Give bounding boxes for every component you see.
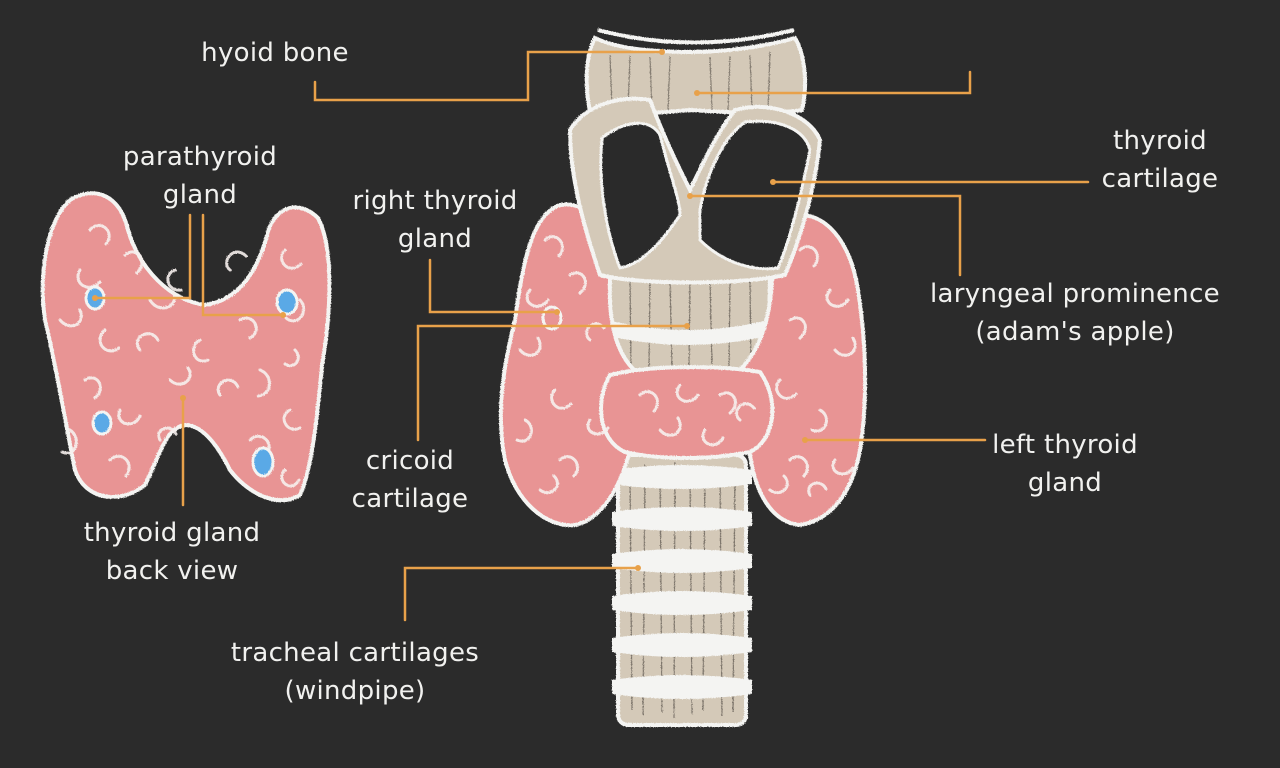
leader-thyroid-cartilage-top <box>695 70 972 95</box>
thyroid-cartilage <box>567 96 823 285</box>
label-back-view-line2: back view <box>105 556 239 586</box>
label-thyroid-back-view: thyroid gland back view <box>72 514 272 590</box>
back-view-thyroid <box>40 191 332 503</box>
label-left-thyroid-gland: left thyroid gland <box>980 426 1150 502</box>
label-right-thyroid-line1: right thyroid <box>352 186 518 216</box>
label-cricoid-line2: cartilage <box>351 484 469 514</box>
label-thyroid-cartilage-line1: thyroid <box>1113 126 1207 156</box>
label-parathyroid-line2: gland <box>162 180 238 210</box>
label-cricoid-line1: cricoid <box>365 446 455 476</box>
leader-hyoid-bone <box>313 50 664 102</box>
leader-lines <box>92 49 1090 622</box>
parathyroid-lower-left <box>91 410 113 436</box>
label-parathyroid-gland: parathyroid gland <box>110 138 290 214</box>
label-back-view-line1: thyroid gland <box>83 518 261 548</box>
label-right-thyroid-gland: right thyroid gland <box>340 182 530 258</box>
label-tracheal-cartilages: tracheal cartilages (windpipe) <box>205 634 505 710</box>
thyroid-isthmus <box>599 365 775 460</box>
front-view-anatomy <box>498 28 868 727</box>
hyoid-bone <box>584 28 808 117</box>
label-tracheal-line1: tracheal cartilages <box>230 638 480 668</box>
label-laryngeal-line2: (adam's apple) <box>975 317 1175 347</box>
label-right-thyroid-line2: gland <box>397 224 473 254</box>
parathyroid-upper-right <box>275 288 299 316</box>
label-laryngeal-prominence: laryngeal prominence (adam's apple) <box>910 275 1240 351</box>
label-thyroid-cartilage: thyroid cartilage <box>1085 122 1235 198</box>
front-thyroid-gland <box>498 202 868 528</box>
left-thyroid-lobe <box>736 212 868 528</box>
leader-cricoid-cartilage <box>416 324 689 442</box>
label-left-thyroid-line2: gland <box>1027 468 1103 498</box>
label-cricoid-cartilage: cricoid cartilage <box>340 442 480 518</box>
label-hyoid-bone: hyoid bone <box>190 34 360 72</box>
leader-tracheal-cartilages <box>403 566 640 622</box>
label-left-thyroid-line1: left thyroid <box>992 430 1138 460</box>
leader-parathyroid-left <box>93 213 192 300</box>
parathyroid-lower-right <box>251 446 275 478</box>
label-thyroid-cartilage-line2: cartilage <box>1101 164 1219 194</box>
label-laryngeal-line1: laryngeal prominence <box>930 279 1220 309</box>
label-parathyroid-line1: parathyroid <box>122 142 278 172</box>
label-tracheal-line2: (windpipe) <box>284 676 426 706</box>
trachea <box>612 453 752 727</box>
back-view-gland-shape <box>40 191 332 503</box>
right-thyroid-lobe <box>498 202 646 528</box>
label-hyoid-bone-text: hyoid bone <box>201 38 349 68</box>
leader-parathyroid-right <box>201 213 285 317</box>
leader-right-thyroid-gland <box>428 258 559 314</box>
leader-laryngeal-prominence <box>688 194 962 277</box>
